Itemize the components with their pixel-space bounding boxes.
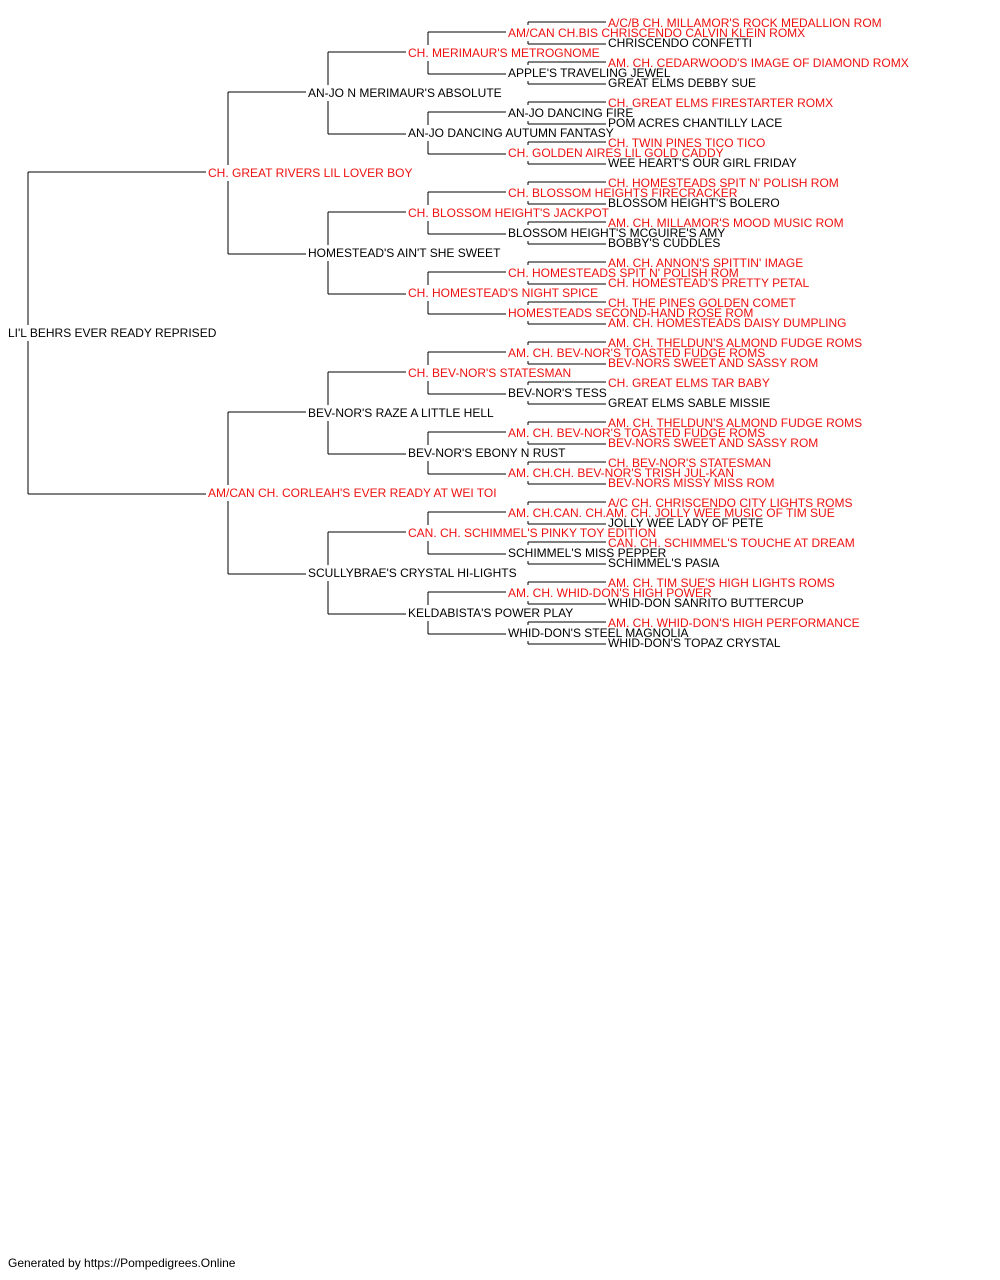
gen2-ancestor-name[interactable]: AN-JO N MERIMAUR'S ABSOLUTE	[308, 86, 502, 100]
gen3-ancestor-name[interactable]: CH. BEV-NOR'S STATESMAN	[408, 366, 571, 380]
gen4-ancestor-name[interactable]: AM. CH.CH. BEV-NOR'S TRISH JUL-KAN	[508, 466, 734, 480]
gen5-ancestor-name[interactable]: WEE HEART'S OUR GIRL FRIDAY	[608, 156, 797, 170]
gen5-ancestor-name[interactable]: CH. GREAT ELMS TAR BABY	[608, 376, 770, 390]
gen5-ancestor-name[interactable]: AM. CH. THELDUN'S ALMOND FUDGE ROMS	[608, 336, 862, 350]
gen5-ancestor-name[interactable]: CH. THE PINES GOLDEN COMET	[608, 296, 796, 310]
gen1-ancestor-name[interactable]: CH. GREAT RIVERS LIL LOVER BOY	[208, 166, 413, 180]
gen5-ancestor-name[interactable]: GREAT ELMS DEBBY SUE	[608, 76, 756, 90]
gen5-ancestor-name[interactable]: AM. CH. WHID-DON'S HIGH PERFORMANCE	[608, 616, 860, 630]
gen5-ancestor-name[interactable]: BLOSSOM HEIGHT'S BOLERO	[608, 196, 780, 210]
gen4-ancestor-name[interactable]: AM. CH. WHID-DON'S HIGH POWER	[508, 586, 712, 600]
gen5-ancestor-name[interactable]: AM. CH. THELDUN'S ALMOND FUDGE ROMS	[608, 416, 862, 430]
gen4-ancestor-name[interactable]: CH. GOLDEN AIRES LIL GOLD CADDY	[508, 146, 724, 160]
gen5-ancestor-name[interactable]: A/C CH. CHRISCENDO CITY LIGHTS ROMS	[608, 496, 852, 510]
gen4-ancestor-name[interactable]: AM. CH.CAN. CH.AM. CH. JOLLY WEE MUSIC O…	[508, 506, 835, 520]
gen4-ancestor-name[interactable]: WHID-DON'S STEEL MAGNOLIA	[508, 626, 689, 640]
gen4-ancestor-name[interactable]: BLOSSOM HEIGHT'S MCGUIRE'S AMY	[508, 226, 725, 240]
gen2-ancestor-name[interactable]: BEV-NOR'S RAZE A LITTLE HELL	[308, 406, 494, 420]
gen4-ancestor-name[interactable]: CH. BLOSSOM HEIGHTS FIRECRACKER	[508, 186, 738, 200]
gen2-ancestor-name[interactable]: HOMESTEAD'S AIN'T SHE SWEET	[308, 246, 501, 260]
gen4-ancestor-name[interactable]: CH. HOMESTEADS SPIT N' POLISH ROM	[508, 266, 739, 280]
gen3-ancestor-name[interactable]: KELDABISTA'S POWER PLAY	[408, 606, 573, 620]
gen5-ancestor-name[interactable]: CH. TWIN PINES TICO TICO	[608, 136, 765, 150]
gen5-ancestor-name[interactable]: WHID-DON'S TOPAZ CRYSTAL	[608, 636, 781, 650]
gen5-ancestor-name[interactable]: AM. CH. CEDARWOOD'S IMAGE OF DIAMOND ROM…	[608, 56, 909, 70]
gen4-ancestor-name[interactable]: BEV-NOR'S TESS	[508, 386, 607, 400]
gen5-ancestor-name[interactable]: BOBBY'S CUDDLES	[608, 236, 720, 250]
gen5-ancestor-name[interactable]: AM. CH. TIM SUE'S HIGH LIGHTS ROMS	[608, 576, 835, 590]
gen5-ancestor-name[interactable]: AM. CH. MILLAMOR'S MOOD MUSIC ROM	[608, 216, 844, 230]
gen4-ancestor-name[interactable]: AM. CH. BEV-NOR'S TOASTED FUDGE ROMS	[508, 426, 765, 440]
gen4-ancestor-name[interactable]: AM/CAN CH.BIS CHRISCENDO CALVIN KLEIN RO…	[508, 26, 805, 40]
gen1-ancestor-name[interactable]: AM/CAN CH. CORLEAH'S EVER READY AT WEI T…	[208, 486, 497, 500]
gen5-ancestor-name[interactable]: GREAT ELMS SABLE MISSIE	[608, 396, 770, 410]
gen5-ancestor-name[interactable]: AM. CH. ANNON'S SPITTIN' IMAGE	[608, 256, 803, 270]
gen4-ancestor-name[interactable]: SCHIMMEL'S MISS PEPPER	[508, 546, 667, 560]
gen3-ancestor-name[interactable]: BEV-NOR'S EBONY N RUST	[408, 446, 566, 460]
gen4-ancestor-name[interactable]: APPLE'S TRAVELING JEWEL	[508, 66, 671, 80]
gen5-ancestor-name[interactable]: JOLLY WEE LADY OF PETE	[608, 516, 763, 530]
subject-dog-name[interactable]: LI'L BEHRS EVER READY REPRISED	[8, 326, 217, 340]
gen5-ancestor-name[interactable]: SCHIMMEL'S PASIA	[608, 556, 719, 570]
gen5-ancestor-name[interactable]: A/C/B CH. MILLAMOR'S ROCK MEDALLION ROM	[608, 16, 882, 30]
gen3-ancestor-name[interactable]: AN-JO DANCING AUTUMN FANTASY	[408, 126, 614, 140]
gen5-ancestor-name[interactable]: BEV-NORS SWEET AND SASSY ROM	[608, 356, 818, 370]
gen3-ancestor-name[interactable]: CH. MERIMAUR'S METROGNOME	[408, 46, 600, 60]
gen5-ancestor-name[interactable]: WHID-DON SANRITO BUTTERCUP	[608, 596, 804, 610]
gen3-ancestor-name[interactable]: CAN. CH. SCHIMMEL'S PINKY TOY EDITION	[408, 526, 656, 540]
gen5-ancestor-name[interactable]: BEV-NORS SWEET AND SASSY ROM	[608, 436, 818, 450]
gen2-ancestor-name[interactable]: SCULLYBRAE'S CRYSTAL HI-LIGHTS	[308, 566, 517, 580]
footer-credit: Generated by https://Pompedigrees.Online	[8, 1256, 236, 1270]
gen5-ancestor-name[interactable]: CH. BEV-NOR'S STATESMAN	[608, 456, 771, 470]
gen3-ancestor-name[interactable]: CH. BLOSSOM HEIGHT'S JACKPOT	[408, 206, 610, 220]
gen4-ancestor-name[interactable]: AN-JO DANCING FIRE	[508, 106, 633, 120]
gen4-ancestor-name[interactable]: AM. CH. BEV-NOR'S TOASTED FUDGE ROMS	[508, 346, 765, 360]
gen5-ancestor-name[interactable]: CH. HOMESTEAD'S PRETTY PETAL	[608, 276, 810, 290]
gen5-ancestor-name[interactable]: POM ACRES CHANTILLY LACE	[608, 116, 782, 130]
gen5-ancestor-name[interactable]: AM. CH. HOMESTEADS DAISY DUMPLING	[608, 316, 846, 330]
gen5-ancestor-name[interactable]: CHRISCENDO CONFETTI	[608, 36, 752, 50]
gen3-ancestor-name[interactable]: CH. HOMESTEAD'S NIGHT SPICE	[408, 286, 598, 300]
gen5-ancestor-name[interactable]: CH. GREAT ELMS FIRESTARTER ROMX	[608, 96, 833, 110]
gen5-ancestor-name[interactable]: CH. HOMESTEADS SPIT N' POLISH ROM	[608, 176, 839, 190]
gen4-ancestor-name[interactable]: HOMESTEADS SECOND-HAND ROSE ROM	[508, 306, 753, 320]
gen5-ancestor-name[interactable]: CAN. CH. SCHIMMEL'S TOUCHE AT DREAM	[608, 536, 855, 550]
gen5-ancestor-name[interactable]: BEV-NORS MISSY MISS ROM	[608, 476, 774, 490]
